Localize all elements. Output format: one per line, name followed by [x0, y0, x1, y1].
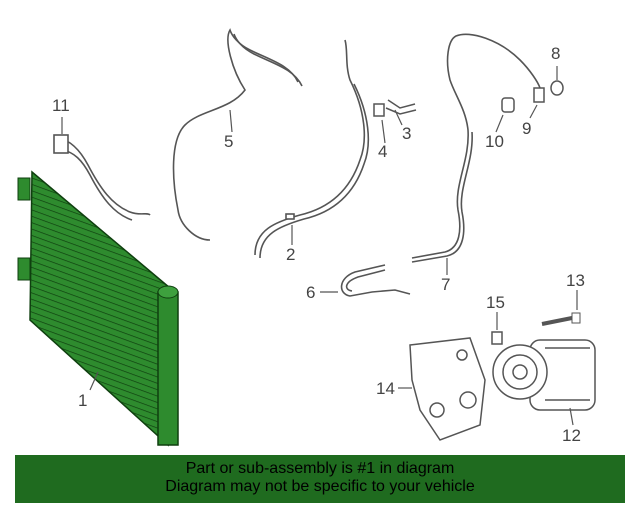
callout-12: 12	[562, 426, 581, 445]
diagram-footer-banner: Part or sub-assembly is #1 in diagram Di…	[15, 455, 625, 503]
footer-line-part-note: Part or sub-assembly is #1 in diagram	[185, 460, 455, 477]
fitting-part-9[interactable]	[533, 87, 545, 103]
callout-3: 3	[402, 124, 412, 143]
washer-part-15[interactable]	[491, 331, 503, 345]
callout-8: 8	[551, 44, 561, 63]
fitting-part-3[interactable]	[385, 99, 417, 115]
callout-5: 5	[224, 132, 234, 151]
hose-part-5[interactable]	[172, 28, 303, 241]
callout-13: 13	[566, 271, 585, 290]
condenser-part[interactable]	[17, 170, 179, 447]
compressor-part-12[interactable]	[492, 339, 596, 411]
hose-part-11[interactable]	[53, 134, 151, 221]
callout-4: 4	[378, 142, 388, 161]
callout-6: 6	[306, 283, 316, 302]
callout-15: 15	[486, 293, 505, 312]
callout-14: 14	[376, 379, 395, 398]
oring-part-8[interactable]	[550, 80, 564, 96]
parts-diagram: 1 2 3 4 5 6 7 8 9 10 11 12 13 14 15	[17, 28, 596, 447]
callout-2: 2	[286, 245, 296, 264]
callout-1: 1	[78, 391, 88, 410]
callout-9: 9	[522, 119, 532, 138]
diagram-artwork	[17, 28, 596, 447]
leader-lines	[61, 66, 578, 426]
callout-7: 7	[441, 275, 451, 294]
bracket-part-14[interactable]	[409, 337, 486, 441]
callout-10: 10	[485, 132, 504, 151]
hose-part-7[interactable]	[411, 33, 541, 263]
bolt-part-13[interactable]	[541, 312, 581, 326]
nut-part-10[interactable]	[501, 97, 515, 113]
hose-part-6[interactable]	[340, 264, 411, 297]
hose-part-2[interactable]	[254, 39, 370, 259]
nut-part-4[interactable]	[373, 103, 385, 117]
callout-11: 11	[52, 96, 70, 115]
footer-line-disclaimer: Diagram may not be specific to your vehi…	[165, 478, 475, 495]
